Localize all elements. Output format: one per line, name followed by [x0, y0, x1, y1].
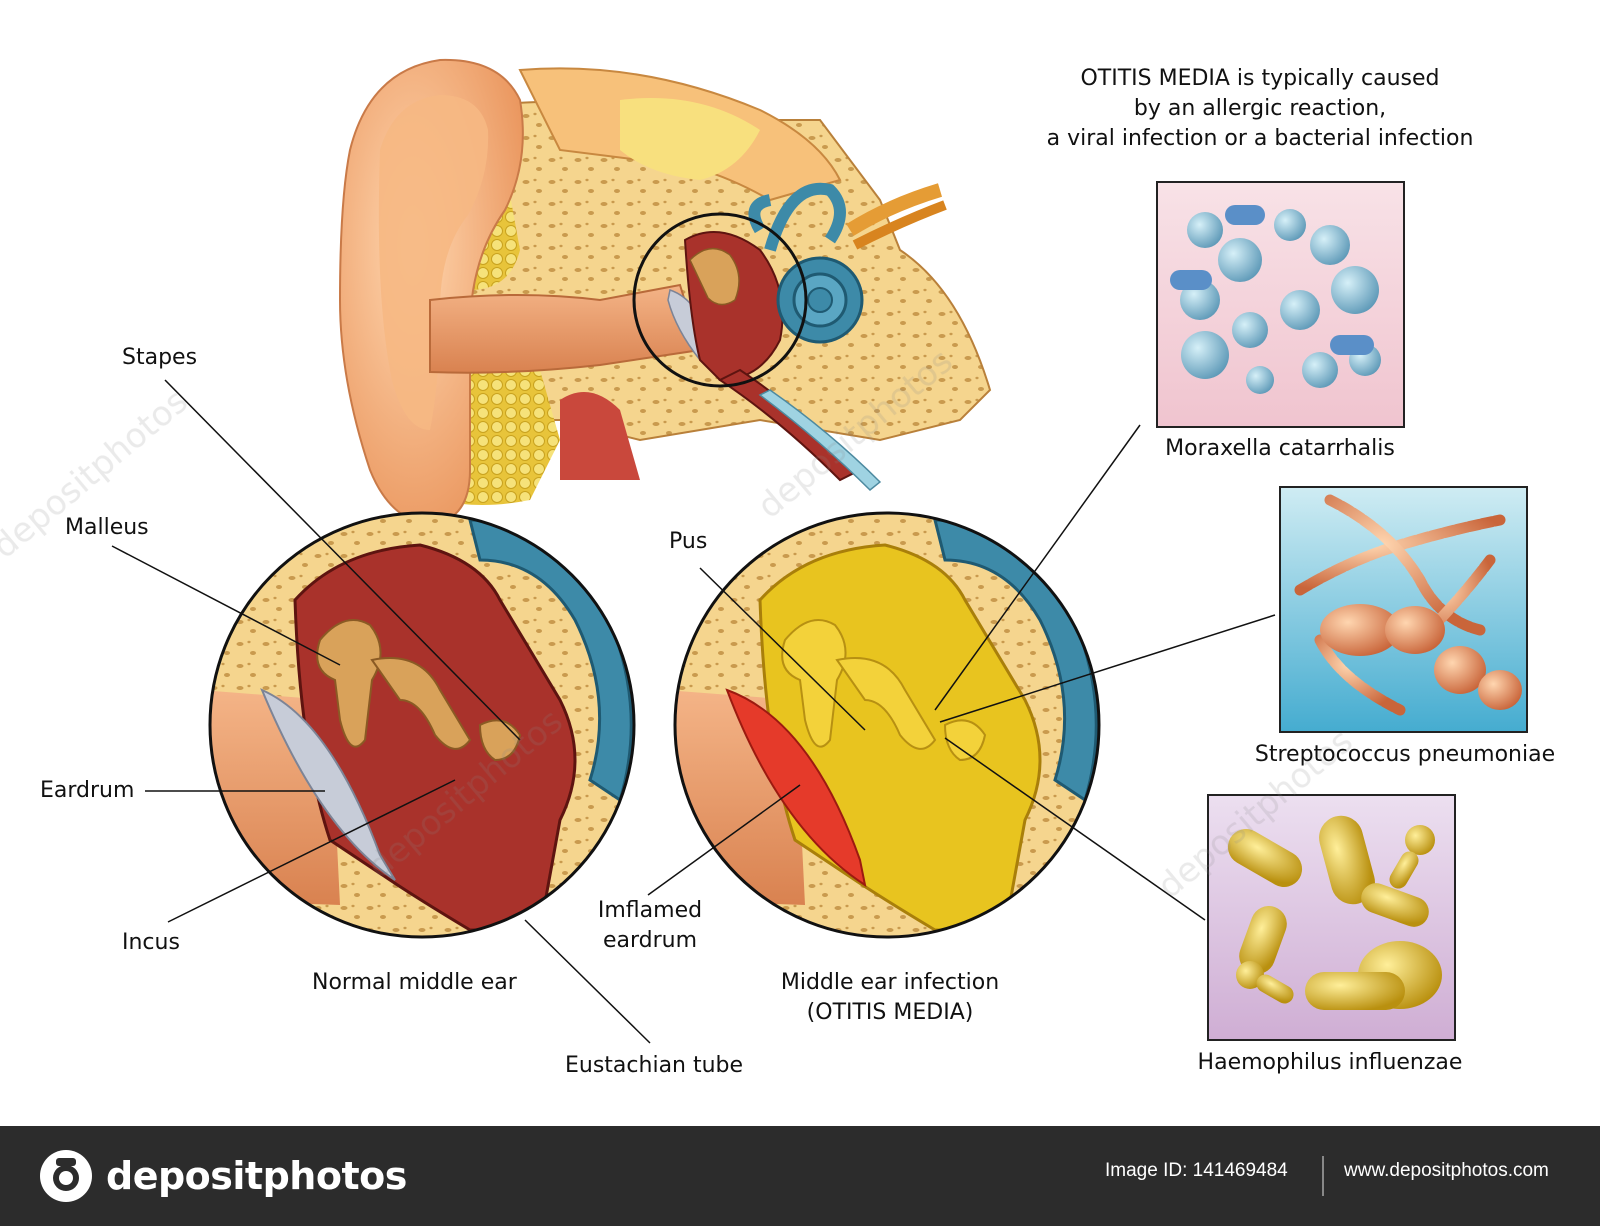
streptococcus-label: Streptococcus pneumoniae: [1254, 742, 1556, 767]
moraxella-leader: [934, 424, 1141, 711]
heading: OTITIS MEDIA is typically caused by an a…: [1040, 64, 1480, 154]
streptococcus-leader: [939, 614, 1276, 723]
normal-middle-ear-view: [208, 511, 636, 939]
malleus-label: Malleus: [65, 515, 149, 540]
haemophilus-label: Haemophilus influenzae: [1197, 1050, 1463, 1075]
infection-line-1: Middle ear infection: [780, 970, 1000, 995]
logo-text: depositphotos: [106, 1154, 407, 1198]
inflamed-eardrum-leader: [647, 784, 801, 896]
moraxella-label: Moraxella catarrhalis: [1165, 436, 1395, 461]
incus-leader: [167, 779, 456, 923]
panel-streptococcus: [1279, 486, 1528, 733]
magnifier-circle: [632, 212, 808, 388]
stapes-label: Stapes: [122, 345, 198, 370]
heading-line-3: a viral infection or a bacterial infecti…: [1046, 126, 1474, 151]
inflamed-line-2: eardrum: [602, 928, 698, 953]
illustration: depositphotos depositphotos depositphoto…: [0, 58, 1528, 1044]
infected-middle-ear-view: [673, 511, 1101, 939]
stapes-leader: [164, 379, 521, 741]
panel-moraxella: [1156, 181, 1405, 428]
camera-icon: [40, 1150, 92, 1202]
pus-label: Pus: [669, 529, 708, 554]
malleus-leader: [111, 545, 341, 666]
heading-line-2: by an allergic reaction,: [1133, 96, 1387, 121]
haemophilus-leader: [944, 737, 1206, 921]
eustachian-tube-label: Eustachian tube: [565, 1053, 744, 1078]
footer-divider: [1322, 1156, 1324, 1196]
incus-label: Incus: [122, 930, 180, 955]
infection-line-2: (OTITIS MEDIA): [806, 1000, 974, 1025]
pus-leader: [699, 567, 866, 731]
eustachian-leader: [524, 919, 651, 1044]
eardrum-label: Eardrum: [40, 778, 135, 803]
haemophilus-cells: [1227, 815, 1442, 1010]
streptococcus-cells: [1294, 494, 1522, 716]
inflamed-line-1: Imflamed: [597, 898, 703, 923]
normal-middle-ear-caption: Normal middle ear: [312, 970, 517, 995]
panel-haemophilus: [1207, 794, 1456, 1041]
moraxella-cells: [1170, 205, 1381, 394]
inflamed-eardrum-label: Imflamed eardrum: [590, 896, 710, 956]
heading-line-1: OTITIS MEDIA is typically caused: [1080, 66, 1440, 91]
infection-caption: Middle ear infection (OTITIS MEDIA): [770, 968, 1010, 1028]
leader-lines: [111, 379, 1276, 1044]
ear-cross-section: [338, 58, 992, 527]
image-id: Image ID: 141469484: [1105, 1160, 1288, 1181]
depositphotos-logo[interactable]: depositphotos: [38, 1144, 407, 1208]
site-link[interactable]: www.depositphotos.com: [1344, 1160, 1549, 1181]
footer-bar: depositphotos Image ID: 141469484 www.de…: [0, 1126, 1600, 1226]
